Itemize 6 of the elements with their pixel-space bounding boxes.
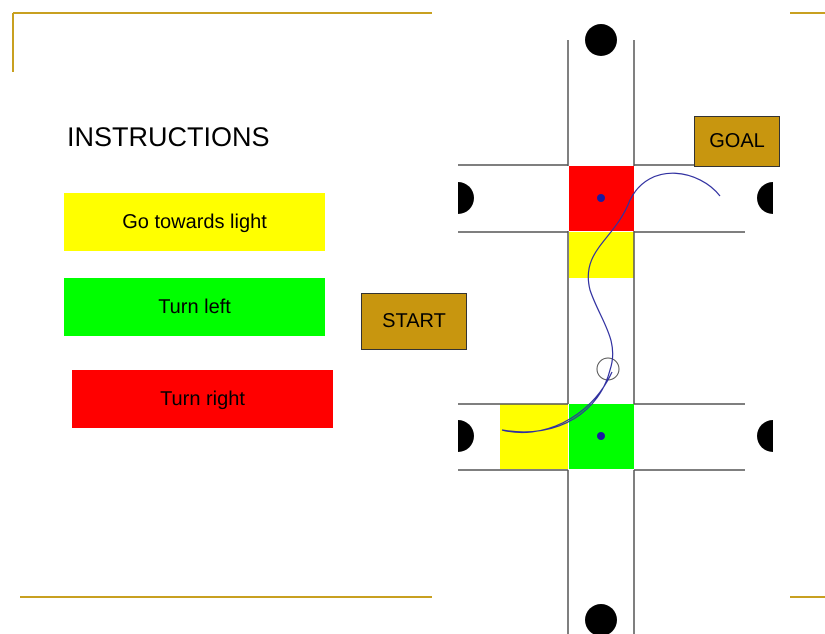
legend-item: Go towards light xyxy=(64,193,325,251)
legend-item: Turn right xyxy=(72,370,333,428)
sign-box: START xyxy=(361,293,467,350)
heading: INSTRUCTIONS xyxy=(67,122,270,153)
sign-box: GOAL xyxy=(694,116,780,167)
legend-item: Turn left xyxy=(64,278,325,336)
